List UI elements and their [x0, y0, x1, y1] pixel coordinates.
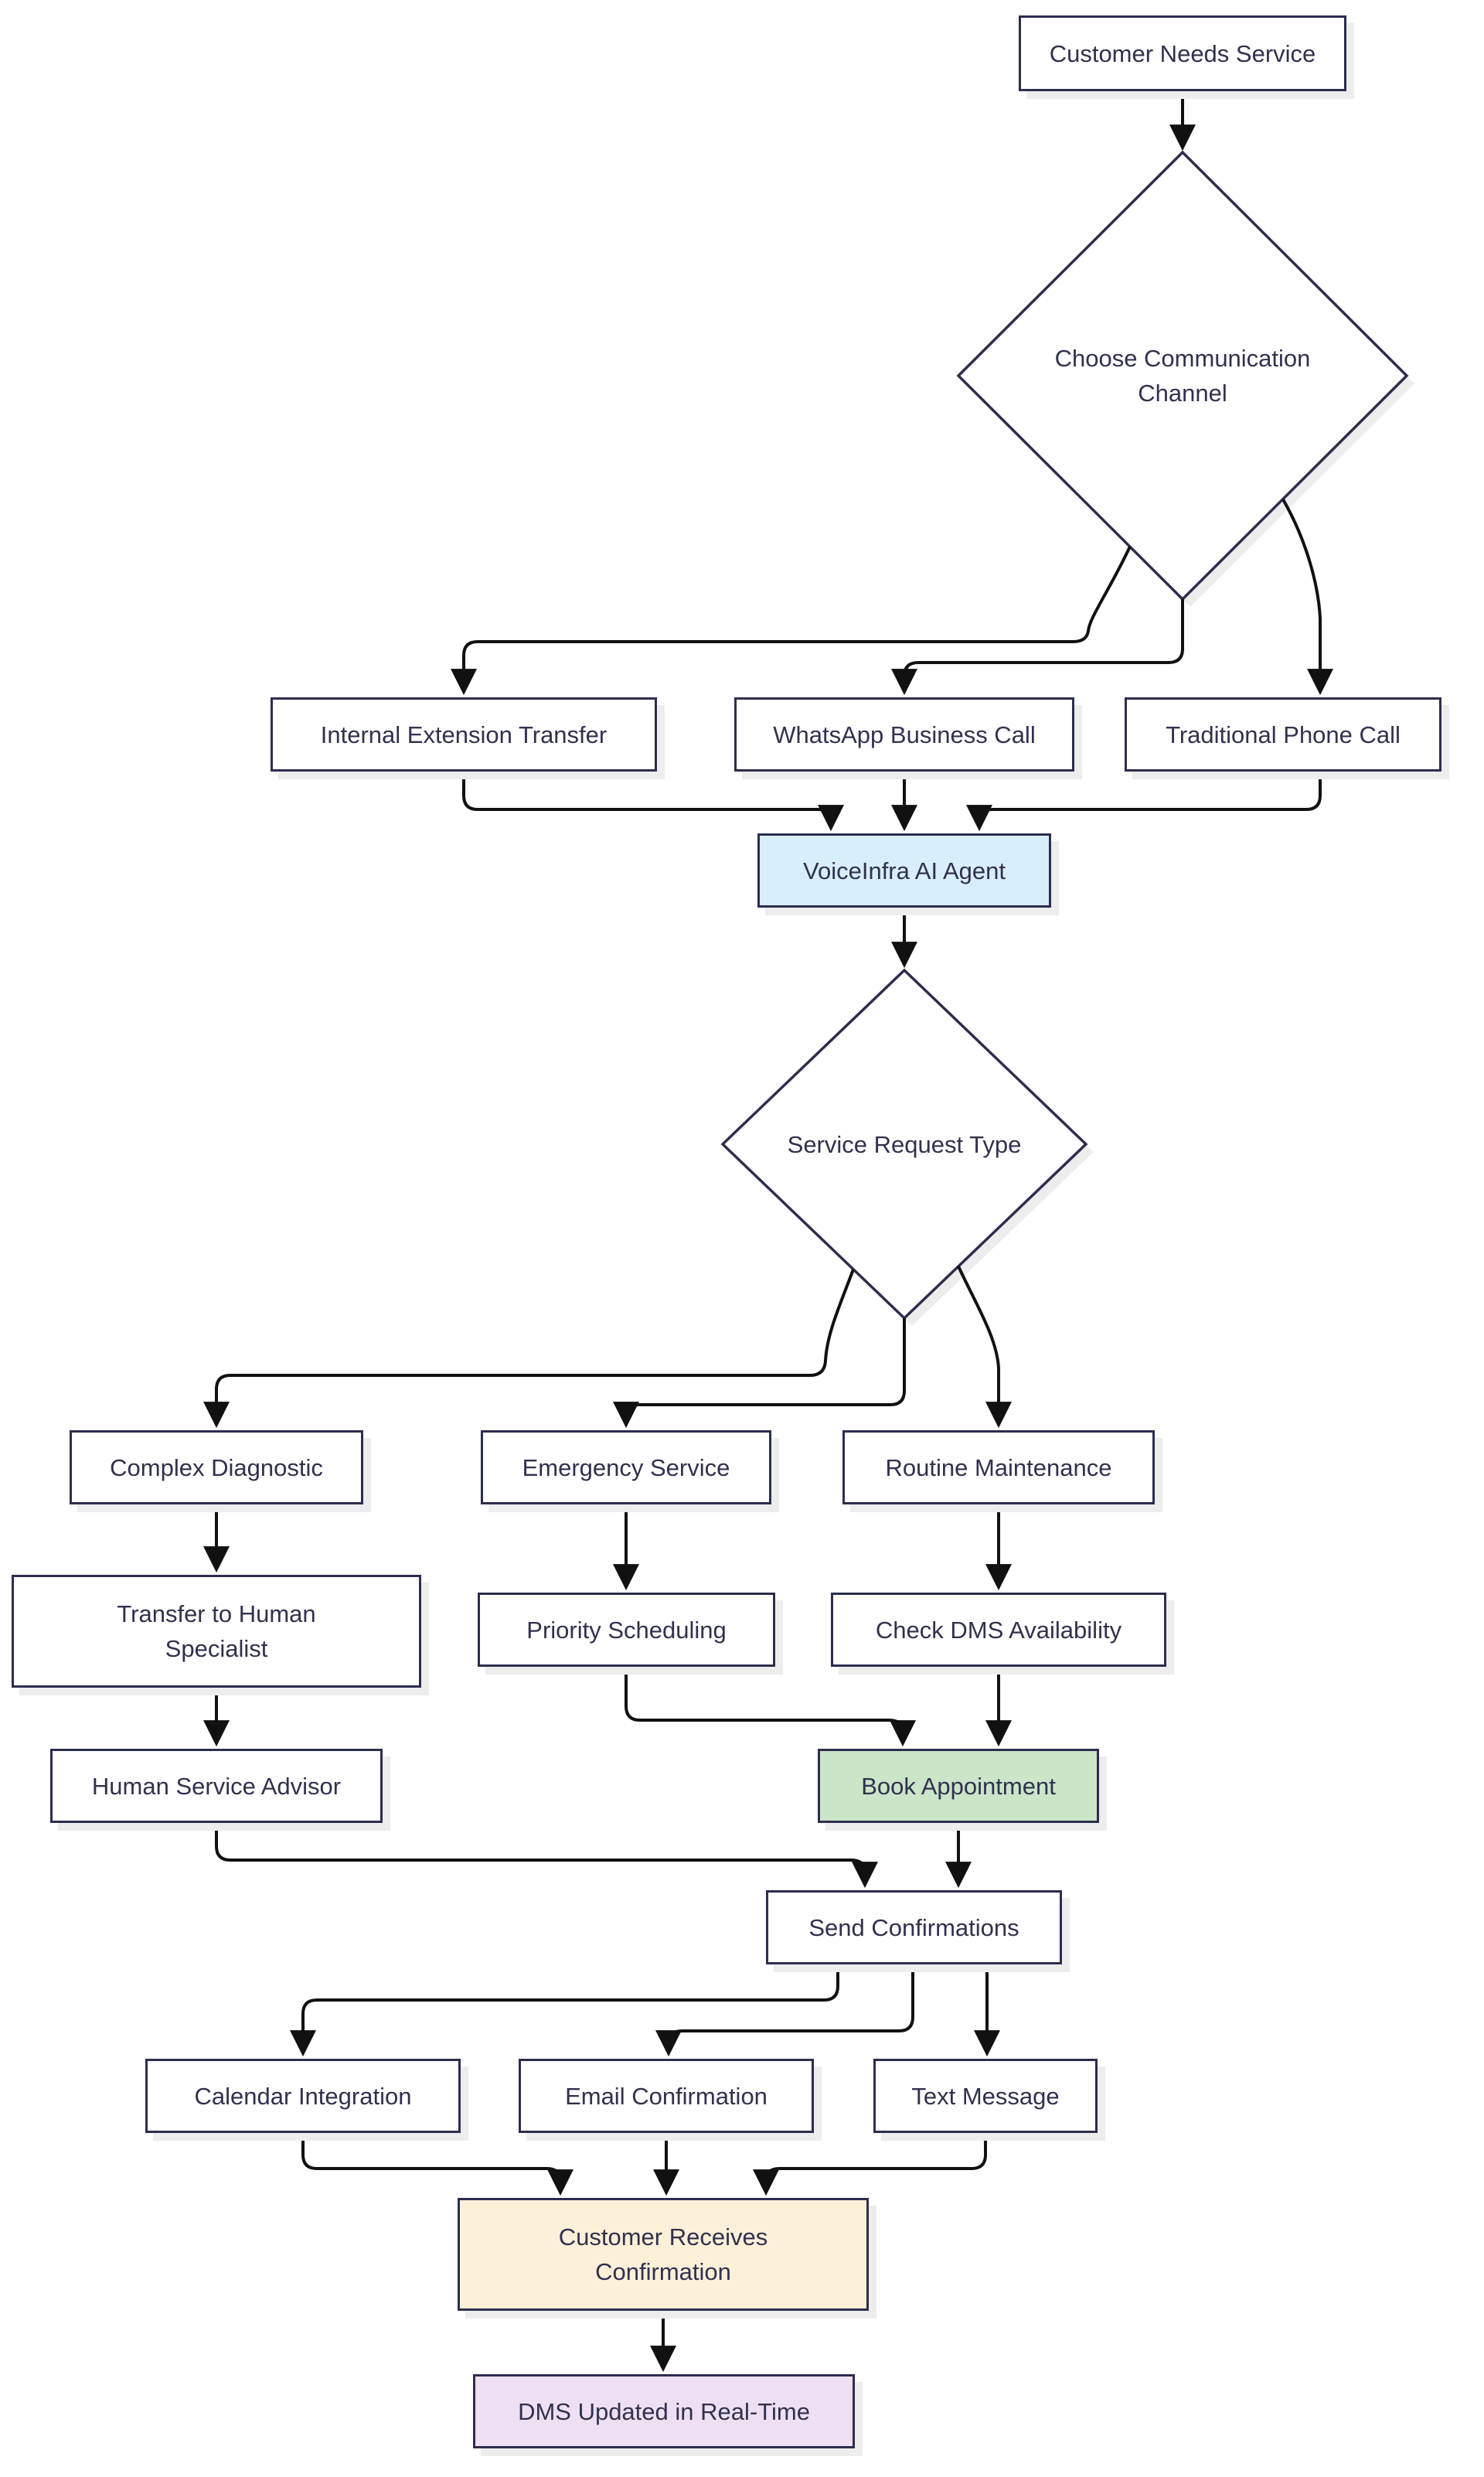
node-choose-communication-channel-label: Choose Communication Channel: [1051, 306, 1314, 445]
node-book-appointment: Book Appointment: [818, 1749, 1099, 1823]
node-label: Check DMS Availability: [875, 1616, 1122, 1644]
node-email-confirmation: Email Confirmation: [519, 2059, 814, 2133]
edge-service-request-type-to-routine-maintenance: [957, 1266, 1012, 1429]
node-label: Emergency Service: [522, 1453, 730, 1481]
node-whatsapp-business-call: WhatsApp Business Call: [734, 697, 1074, 772]
node-service-request-type-label: Service Request Type: [734, 1109, 1074, 1179]
node-label: Customer Receives Confirmation: [558, 2223, 768, 2285]
node-label: VoiceInfra AI Agent: [803, 857, 1006, 884]
edge-send-confirmations-to-calendar-integration: [290, 1964, 839, 2057]
node-label: Priority Scheduling: [526, 1616, 727, 1644]
node-label: Text Message: [911, 2082, 1060, 2110]
node-emergency-service: Emergency Service: [481, 1430, 771, 1504]
node-transfer-to-human-specialist: Transfer to Human Specialist: [12, 1575, 421, 1688]
edge-priority-scheduling-to-book-appointment: [625, 1667, 916, 1747]
node-label: Transfer to Human Specialist: [117, 1600, 316, 1662]
node-customer-needs-service: Customer Needs Service: [1019, 15, 1346, 91]
edge-choose-channel-to-internal-extension: [451, 546, 1132, 696]
node-check-dms-availability: Check DMS Availability: [831, 1593, 1166, 1667]
node-label: Choose Communication Channel: [1054, 345, 1311, 407]
node-send-confirmations: Send Confirmations: [766, 1890, 1062, 1964]
node-label: Internal Extension Transfer: [320, 721, 608, 748]
edge-service-request-type-to-complex-diagnostic: [203, 1269, 855, 1429]
node-voiceinfra-ai-agent: VoiceInfra AI Agent: [757, 833, 1051, 908]
node-routine-maintenance: Routine Maintenance: [842, 1430, 1155, 1504]
edge-choose-channel-to-whatsapp-call: [891, 599, 1184, 696]
node-label: Send Confirmations: [808, 1913, 1019, 1941]
node-label: Calendar Integration: [194, 2082, 412, 2110]
node-dms-updated-in-real-time: DMS Updated in Real-Time: [473, 2374, 855, 2448]
node-label: DMS Updated in Real-Time: [518, 2397, 810, 2425]
node-label: Complex Diagnostic: [110, 1453, 323, 1481]
node-text-message: Text Message: [873, 2059, 1098, 2133]
node-calendar-integration: Calendar Integration: [145, 2059, 461, 2133]
edge-internal-extension-to-voiceinfra-agent: [462, 772, 844, 832]
edge-calendar-integration-to-customer-receives-confirmation: [301, 2133, 574, 2196]
node-label: Human Service Advisor: [91, 1772, 342, 1800]
node-internal-extension-transfer: Internal Extension Transfer: [271, 697, 657, 772]
node-label: Service Request Type: [787, 1130, 1022, 1158]
node-label: Routine Maintenance: [885, 1453, 1112, 1481]
edge-choose-channel-to-traditional-call: [1281, 499, 1333, 696]
edge-send-confirmations-to-email-confirmation: [655, 1964, 914, 2057]
edge-human-service-advisor-to-send-confirmations: [215, 1823, 878, 1889]
node-complex-diagnostic: Complex Diagnostic: [70, 1430, 363, 1504]
node-label: Book Appointment: [861, 1772, 1056, 1800]
node-label: Email Confirmation: [565, 2082, 768, 2110]
node-human-service-advisor: Human Service Advisor: [50, 1749, 383, 1823]
edge-text-message-to-customer-receives-confirmation: [753, 2133, 987, 2196]
node-label: Customer Needs Service: [1049, 39, 1316, 67]
node-customer-receives-confirmation: Customer Receives Confirmation: [458, 2198, 869, 2311]
node-label: Traditional Phone Call: [1166, 721, 1401, 748]
edge-traditional-call-to-voiceinfra-agent: [966, 772, 1322, 832]
node-priority-scheduling: Priority Scheduling: [478, 1593, 775, 1667]
edge-service-request-type-to-emergency-service: [613, 1318, 906, 1429]
node-traditional-phone-call: Traditional Phone Call: [1125, 697, 1441, 772]
node-label: WhatsApp Business Call: [773, 721, 1036, 748]
